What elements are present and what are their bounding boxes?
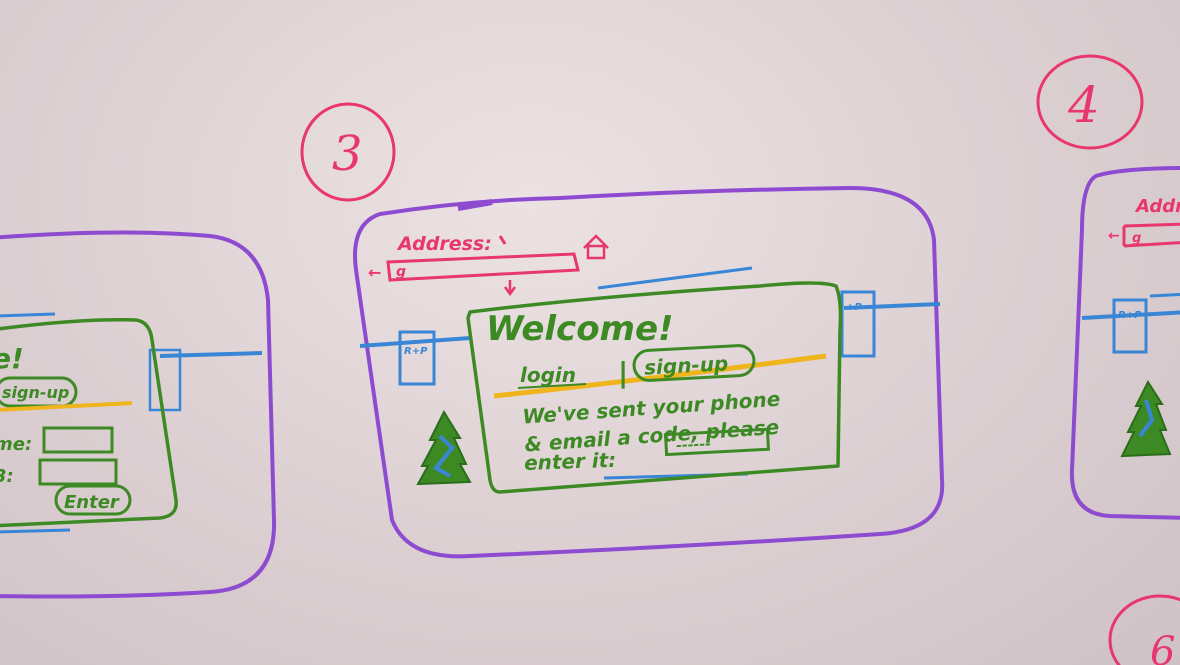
code-input[interactable]: ------ (663, 427, 771, 457)
left-field2-input[interactable] (38, 458, 118, 486)
left-field2-label: 3: (0, 466, 14, 487)
frame-6: 6 (1108, 594, 1180, 665)
left-field1-label: me: (0, 434, 32, 455)
left-enter-button[interactable]: Enter (64, 492, 120, 513)
tree-icon (416, 409, 472, 486)
tree-icon (1120, 379, 1172, 458)
frame-4-back-arrow[interactable]: ← (1108, 228, 1120, 244)
frame-4-address-label: Addre (1134, 196, 1180, 217)
frame-3: 3 Address: ← g R+P +P (300, 102, 945, 559)
frame-4-tab[interactable]: R+P (1112, 298, 1148, 354)
frame-6-number: 6 (1150, 629, 1175, 665)
message-line-3: enter it: (524, 448, 617, 475)
frame-4: 4 Addre ← g R+P (1036, 54, 1180, 520)
login-tab[interactable]: login (520, 363, 576, 387)
frame-3-address-label: Address: (396, 233, 492, 255)
frame-3-right-tab[interactable]: +P (840, 290, 876, 358)
frame-3-address-input[interactable] (386, 252, 580, 282)
house-icon[interactable] (583, 234, 609, 260)
frame-4-address-input[interactable] (1122, 222, 1180, 248)
left-field1-input[interactable] (42, 426, 114, 454)
frame-left: e! sign-up me: 3: Enter (0, 230, 277, 599)
left-dialog-title: e! (0, 342, 24, 375)
welcome-title: Welcome! (486, 309, 674, 349)
svg-text:R+P: R+P (1118, 310, 1142, 321)
welcome-dialog (466, 281, 843, 494)
tab-separator: | (618, 356, 628, 389)
frame-3-back-arrow[interactable]: ← (368, 263, 381, 282)
frame-4-address-value: g (1132, 231, 1141, 246)
frame-3-number: 3 (332, 126, 363, 182)
svg-text:R+P: R+P (404, 346, 428, 357)
frame-4-number: 4 (1067, 76, 1100, 134)
left-signup-tab[interactable]: sign-up (2, 383, 69, 402)
frame-3-left-tab[interactable]: R+P (398, 330, 436, 386)
signup-tab[interactable]: sign-up (644, 351, 729, 379)
frame-3-address-value: g (396, 264, 406, 280)
svg-text:+P: +P (846, 302, 862, 313)
svg-text:------: ------ (676, 436, 712, 454)
